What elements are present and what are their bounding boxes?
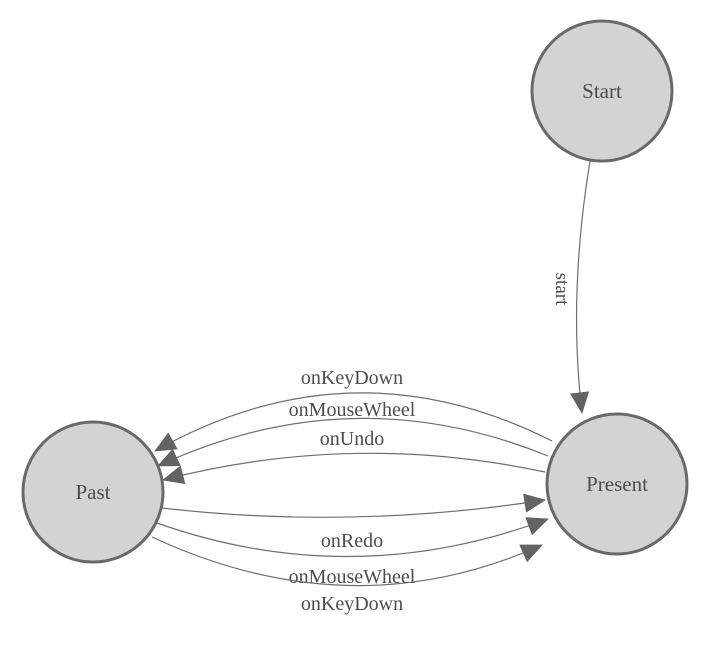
edge-label: onUndo	[320, 428, 384, 450]
node-start[interactable]: Start	[530, 19, 674, 163]
edge-present-to-past-onMouseWheel	[157, 417, 549, 467]
node-past[interactable]: Past	[21, 420, 165, 564]
node-circle-present[interactable]	[545, 412, 689, 556]
node-label-start: Start	[582, 79, 622, 103]
node-circle-past[interactable]	[21, 420, 165, 564]
edge-past-to-present-onRedo	[161, 493, 546, 518]
edge-label: onMouseWheel	[289, 399, 416, 421]
edge-label: onRedo	[321, 530, 383, 552]
edge-past-to-present-onKeyDown	[151, 536, 543, 587]
node-present[interactable]: Present	[545, 412, 689, 556]
edge-label: onKeyDown	[301, 367, 403, 389]
node-label-past: Past	[75, 480, 110, 504]
edge-label: start	[551, 273, 572, 306]
edge-label: onKeyDown	[301, 593, 403, 615]
node-label-present: Present	[586, 472, 648, 496]
edge-present-to-past-onUndo	[162, 452, 546, 485]
edge-present-to-past-onKeyDown	[154, 392, 553, 452]
edge-past-to-present-onMouseWheel	[156, 517, 549, 558]
edge-label: onMouseWheel	[289, 566, 416, 588]
edge-start-to-present-start	[570, 160, 591, 414]
node-circle-start[interactable]	[530, 19, 674, 163]
